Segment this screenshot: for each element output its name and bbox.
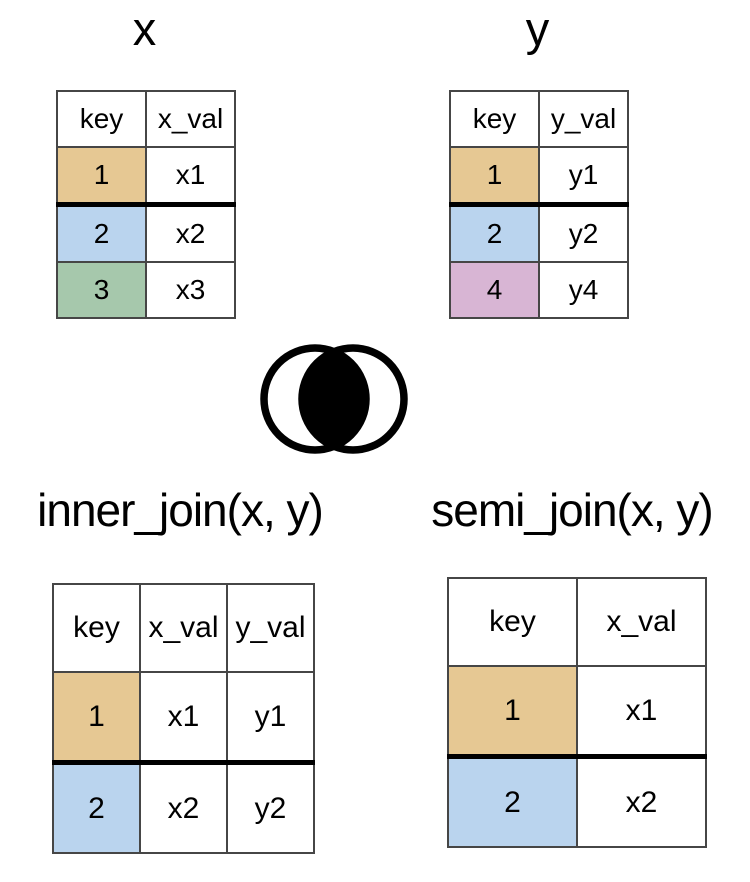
table-inner-header-xval: x_val	[139, 583, 228, 673]
table-inner-header-row: key x_val y_val	[52, 583, 315, 673]
table-y-header-yval: y_val	[538, 90, 629, 148]
value-cell: y2	[226, 761, 315, 854]
key-cell: 3	[56, 261, 147, 319]
value-cell: x1	[139, 671, 228, 765]
key-cell: 4	[449, 261, 540, 319]
value-cell: x1	[576, 665, 707, 759]
key-cell: 1	[52, 671, 141, 765]
table-x-header-xval: x_val	[145, 90, 236, 148]
key-cell: 2	[56, 203, 147, 263]
key-cell: 1	[447, 665, 578, 759]
table-inner-join: key x_val y_val 1 x1 y1 2 x2 y2	[52, 583, 315, 854]
table-y-header-row: key y_val	[449, 90, 629, 148]
table-row: 2 x2 y2	[52, 761, 315, 854]
table-row: 3 x3	[56, 261, 236, 319]
inner-join-venn-icon	[260, 344, 408, 454]
table-row: 1 y1	[449, 146, 629, 207]
value-cell: x2	[576, 755, 707, 848]
value-cell: x3	[145, 261, 236, 319]
table-x: key x_val 1 x1 2 x2 3 x3	[56, 90, 236, 319]
table-row: 4 y4	[449, 261, 629, 319]
table-y: key y_val 1 y1 2 y2 4 y4	[449, 90, 629, 319]
key-cell: 2	[449, 203, 540, 263]
table-semi-header-key: key	[447, 577, 578, 667]
inner-join-title: inner_join(x, y)	[37, 484, 324, 536]
value-cell: x1	[145, 146, 236, 207]
table-y-title: y	[525, 2, 550, 55]
key-cell: 2	[447, 755, 578, 848]
value-cell: y4	[538, 261, 629, 319]
table-inner-header-yval: y_val	[226, 583, 315, 673]
table-semi-join: key x_val 1 x1 2 x2	[447, 577, 707, 848]
table-semi-header-row: key x_val	[447, 577, 707, 667]
table-x-header-key: key	[56, 90, 147, 148]
table-row: 2 x2	[56, 203, 236, 263]
key-cell: 2	[52, 761, 141, 854]
table-x-header-row: key x_val	[56, 90, 236, 148]
table-row: 1 x1	[447, 665, 707, 759]
table-y-header-key: key	[449, 90, 540, 148]
table-row: 2 x2	[447, 755, 707, 848]
value-cell: x2	[145, 203, 236, 263]
table-x-title: x	[132, 2, 157, 55]
table-row: 1 x1 y1	[52, 671, 315, 765]
key-cell: 1	[56, 146, 147, 207]
table-row: 1 x1	[56, 146, 236, 207]
value-cell: y1	[226, 671, 315, 765]
value-cell: y2	[538, 203, 629, 263]
key-cell: 1	[449, 146, 540, 207]
value-cell: y1	[538, 146, 629, 207]
table-semi-header-xval: x_val	[576, 577, 707, 667]
table-inner-header-key: key	[52, 583, 141, 673]
value-cell: x2	[139, 761, 228, 854]
table-row: 2 y2	[449, 203, 629, 263]
semi-join-title: semi_join(x, y)	[431, 484, 714, 536]
